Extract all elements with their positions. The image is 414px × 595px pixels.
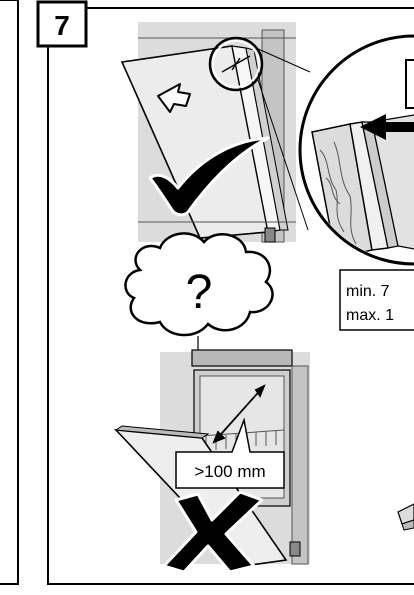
incorrect-installation-panel: >100 mm (116, 350, 310, 572)
step-number: 7 (54, 10, 70, 41)
question-cloud-icon: ? (125, 233, 272, 335)
partial-detail-item (398, 504, 414, 530)
correct-installation-panel (122, 22, 296, 242)
step-number-box: 7 (38, 2, 86, 46)
door-gap-label: >100 mm (194, 462, 265, 481)
gap-range-min: min. 7 (346, 283, 390, 300)
gap-range-callout: min. 7 max. 1 (340, 270, 414, 330)
previous-step-frame (0, 0, 18, 584)
gap-range-max: max. 1 (346, 307, 394, 324)
question-mark: ? (186, 266, 213, 319)
